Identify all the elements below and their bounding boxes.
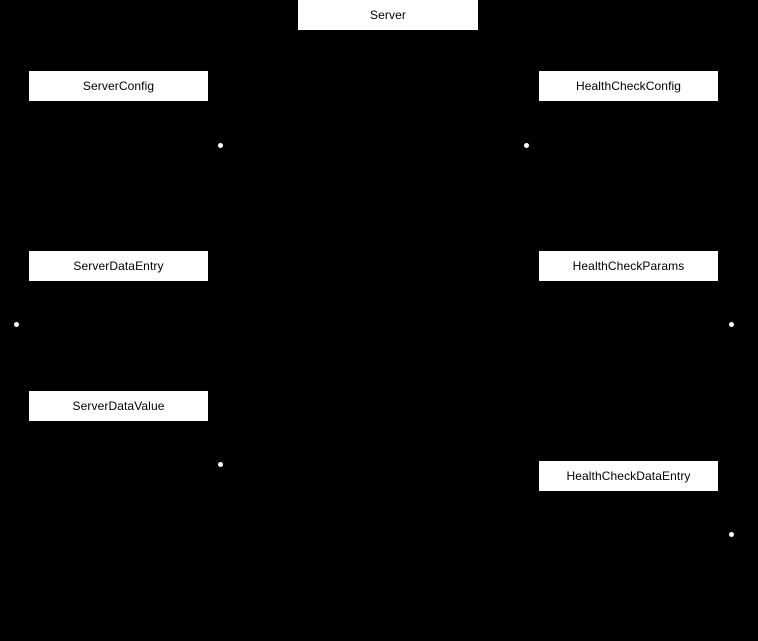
- node-healthcheckdataentry[interactable]: HealthCheckDataEntry: [539, 461, 718, 491]
- node-serverdatavalue[interactable]: ServerDataValue: [29, 391, 208, 421]
- node-server[interactable]: Server: [298, 0, 478, 30]
- relationship-marker-lower-left-icon: [217, 461, 223, 467]
- node-serverconfig[interactable]: ServerConfig: [29, 71, 208, 101]
- relationship-marker-lower-right-icon: [728, 531, 734, 537]
- node-server-label: Server: [370, 8, 406, 22]
- node-serverdataentry-label: ServerDataEntry: [73, 259, 164, 273]
- node-healthcheckconfig[interactable]: HealthCheckConfig: [539, 71, 718, 101]
- node-healthcheckdataentry-label: HealthCheckDataEntry: [566, 469, 691, 483]
- node-healthcheckparams[interactable]: HealthCheckParams: [539, 251, 718, 281]
- relationship-marker-upper-left-icon: [217, 142, 223, 148]
- node-serverdataentry[interactable]: ServerDataEntry: [29, 251, 208, 281]
- node-serverconfig-label: ServerConfig: [82, 79, 155, 93]
- node-serverdatavalue-label: ServerDataValue: [72, 399, 165, 413]
- relationship-marker-upper-right-icon: [523, 142, 529, 148]
- relationship-marker-mid-right-icon: [728, 321, 734, 327]
- node-healthcheckparams-label: HealthCheckParams: [572, 259, 685, 273]
- relationship-marker-mid-left-icon: [13, 321, 19, 327]
- node-healthcheckconfig-label: HealthCheckConfig: [575, 79, 682, 93]
